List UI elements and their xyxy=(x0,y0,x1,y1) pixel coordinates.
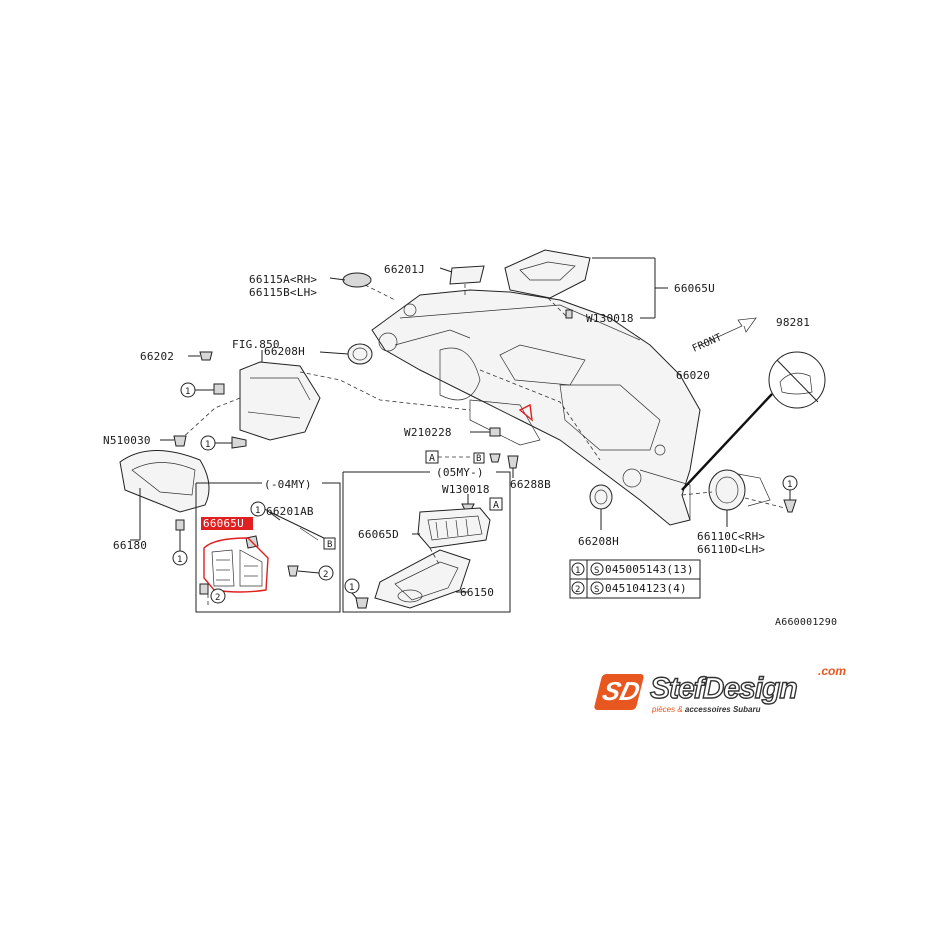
label-66115a: 66115A<RH> xyxy=(249,273,317,286)
logo-wordmark: StefDesign xyxy=(649,671,798,705)
callout-1b: 1 xyxy=(205,440,211,450)
legend-1-code: 045005143(13) xyxy=(605,563,694,576)
legend-2-code: 045104123(4) xyxy=(605,582,687,595)
label-fig850: FIG.850 xyxy=(232,338,280,351)
boxes-ab xyxy=(425,450,519,478)
legend-1-num: 1 xyxy=(575,566,581,576)
label-box-a: A xyxy=(429,453,435,464)
section-04my xyxy=(195,482,341,613)
front-arrow xyxy=(697,317,757,347)
label-66201ab: 66201AB xyxy=(266,505,314,518)
label-66180: 66180 xyxy=(113,539,147,552)
label-66202: 66202 xyxy=(140,350,174,363)
label-66150: 66150 xyxy=(460,586,494,599)
callout-1a: 1 xyxy=(185,387,191,397)
label-66065u-highlight: 66065U xyxy=(203,517,244,530)
label-66020: 66020 xyxy=(676,369,710,382)
logo-com: .com xyxy=(818,664,847,678)
meter-cluster xyxy=(179,350,471,441)
label-66288b: 66288B xyxy=(510,478,551,491)
label-w130018-mid: W130018 xyxy=(442,483,490,496)
label-w210228: W210228 xyxy=(404,426,452,439)
legend-s1: S xyxy=(594,566,600,576)
dashboard-66020 xyxy=(371,289,701,526)
callout-1f: 1 xyxy=(787,480,793,490)
visor-66180 xyxy=(119,450,210,566)
part-66065u xyxy=(504,249,668,319)
callout-2a: 2 xyxy=(323,570,329,580)
label-05my: (05MY-) xyxy=(436,466,484,479)
clip-66202 xyxy=(188,351,213,361)
label-66110c: 66110C<RH> xyxy=(697,530,765,543)
logo-tagline-a: pièces & xyxy=(652,705,685,714)
label-98281: 98281 xyxy=(776,316,810,329)
logo-mark: SD xyxy=(593,674,645,710)
label-04my: (-04MY) xyxy=(264,478,312,491)
label-66208h-top: 66208H xyxy=(264,345,305,358)
ring-66208h-bottom xyxy=(589,468,642,530)
label-66201j: 66201J xyxy=(384,263,425,276)
label-66110d: 66110D<LH> xyxy=(697,543,765,556)
reference-code: A660001290 xyxy=(775,617,837,628)
callout-1c: 1 xyxy=(177,555,183,565)
highlight-tag xyxy=(201,517,253,530)
callout-1d: 1 xyxy=(255,506,261,516)
label-box-a2: A xyxy=(493,500,499,511)
label-box-b: B xyxy=(476,454,482,464)
legend-s2: S xyxy=(594,585,600,595)
label-98281 xyxy=(681,351,826,491)
part-w210228 xyxy=(470,427,501,437)
stefdesign-logo: SD StefDesign .com pièces & accessoires … xyxy=(593,664,854,718)
callout-2b: 2 xyxy=(215,593,221,603)
label-66208h-bottom: 66208H xyxy=(578,535,619,548)
callout-1e: 1 xyxy=(349,583,355,593)
label-66115b: 66115B<LH> xyxy=(249,286,317,299)
logo-tagline-b: accessoires Subaru xyxy=(684,705,761,714)
meter-screws xyxy=(180,382,247,451)
label-66065d: 66065D xyxy=(358,528,399,541)
label-66065u: 66065U xyxy=(674,282,715,295)
label-n510030: N510030 xyxy=(103,434,151,447)
logo-mark-text: SD xyxy=(599,676,644,706)
part-66115 xyxy=(329,272,396,301)
label-front: FRONT xyxy=(691,332,724,355)
logo-tagline: pièces & accessoires Subaru xyxy=(652,705,761,714)
ring-66208h-top xyxy=(319,332,398,365)
part-66201j xyxy=(439,265,485,298)
label-w130018-top: W130018 xyxy=(586,312,634,325)
fastener-legend: 1 2 S S 045005143(13) 045104123(4) xyxy=(569,559,701,599)
side-vent-66110 xyxy=(681,469,798,527)
label-box-b2: B xyxy=(327,540,333,550)
clip-n510030 xyxy=(160,435,187,447)
section-05my xyxy=(342,471,511,613)
legend-2-num: 2 xyxy=(575,585,581,595)
